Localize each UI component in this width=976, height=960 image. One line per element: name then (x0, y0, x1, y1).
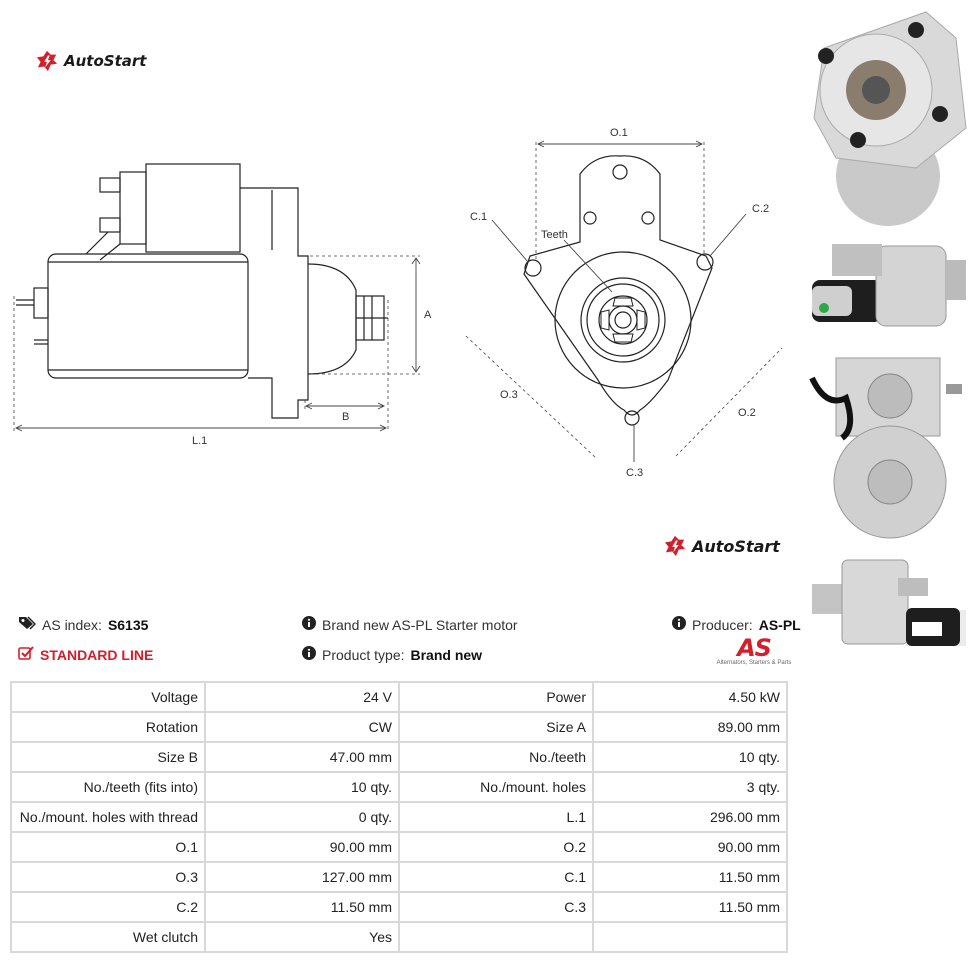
flange-ring (554, 251, 692, 389)
info-icon (672, 616, 686, 633)
spec-label: L.1 (400, 803, 592, 831)
table-row: No./teeth (fits into)10 qty.No./mount. h… (12, 773, 786, 801)
spec-label: O.3 (12, 863, 204, 891)
dim-label-C2: C.2 (752, 203, 769, 215)
line-row: STANDARD LINE (18, 646, 153, 663)
spec-label: C.3 (400, 893, 592, 921)
checkbox-icon (18, 646, 34, 663)
flange-outline (523, 155, 713, 416)
spec-label: Rotation (12, 713, 204, 741)
spec-label (400, 923, 592, 951)
info-icon (302, 616, 316, 633)
photo-rear-view[interactable] (806, 338, 970, 542)
description-row: Brand new AS-PL Starter motor (302, 616, 518, 633)
photo-three-quarter-view[interactable] (806, 550, 970, 654)
spec-value: 47.00 mm (206, 743, 398, 771)
product-type-label: Product type: (322, 646, 405, 663)
spec-value: 4.50 kW (594, 683, 786, 711)
spec-value: 11.50 mm (594, 863, 786, 891)
spec-value: Yes (206, 923, 398, 951)
spec-label: Wet clutch (12, 923, 204, 951)
dim-label-C3: C.3 (626, 467, 643, 479)
spec-label: C.2 (12, 893, 204, 921)
spec-value: 11.50 mm (206, 893, 398, 921)
dim-label-L1: L.1 (192, 435, 207, 447)
spec-value: 24 V (206, 683, 398, 711)
spec-label: Size A (400, 713, 592, 741)
as-index-value: S6135 (107, 616, 149, 633)
spec-label: No./teeth (fits into) (12, 773, 204, 801)
as-index-row: AS index: S6135 (18, 616, 148, 633)
dim-label-O2: O.2 (738, 407, 756, 419)
spec-label: No./mount. holes with thread (12, 803, 204, 831)
brand-name: AutoStart (64, 52, 147, 70)
spec-label: C.1 (400, 863, 592, 891)
spec-label: No./teeth (400, 743, 592, 771)
spec-value: 296.00 mm (594, 803, 786, 831)
product-type-row: Product type: Brand new (302, 646, 482, 663)
brand-name: AutoStart (692, 536, 780, 556)
tags-icon (18, 616, 37, 633)
dim-label-O1: O.1 (610, 127, 628, 139)
spec-value: 3 qty. (594, 773, 786, 801)
spec-label: Voltage (12, 683, 204, 711)
description-text: Brand new AS-PL Starter motor (322, 616, 518, 633)
brand-logo-mid: AutoStart (664, 535, 780, 557)
spec-label: Size B (12, 743, 204, 771)
spec-value: 90.00 mm (206, 833, 398, 861)
producer-value: AS-PL (758, 616, 801, 633)
spec-value: 0 qty. (206, 803, 398, 831)
spec-value (594, 923, 786, 951)
spec-label: No./mount. holes (400, 773, 592, 801)
spec-value: 10 qty. (594, 743, 786, 771)
spec-label: Power (400, 683, 592, 711)
spec-label: O.1 (12, 833, 204, 861)
spec-value: 89.00 mm (594, 713, 786, 741)
dim-label-A: A (424, 309, 432, 321)
producer-logo: AS Alternators, Starters & Parts (716, 636, 792, 666)
producer-row: Producer: AS-PL (672, 616, 801, 633)
photo-side-view[interactable] (806, 236, 970, 332)
motor-body (47, 253, 249, 379)
autostart-logo-icon (664, 535, 686, 557)
spec-value: 10 qty. (206, 773, 398, 801)
as-index-label: AS index: (42, 616, 102, 633)
spec-label: O.2 (400, 833, 592, 861)
info-icon (302, 646, 316, 663)
spec-value: CW (206, 713, 398, 741)
brand-logo-top: AutoStart (36, 50, 146, 72)
autostart-logo-icon (36, 50, 58, 72)
spec-value: 90.00 mm (594, 833, 786, 861)
product-type-value: Brand new (410, 646, 483, 663)
pinion (598, 295, 648, 345)
dim-label-B: B (342, 411, 349, 423)
technical-drawing: A B L.1 O.1 O.2 O.3 C.1 C.2 C.3 Teeth (13, 127, 783, 479)
producer-logo-mark: AS (737, 634, 772, 662)
producer-tagline: Alternators, Starters & Parts (716, 660, 792, 666)
photo-front-view[interactable] (806, 8, 970, 230)
dim-label-teeth: Teeth (541, 229, 568, 241)
spec-value: 127.00 mm (206, 863, 398, 891)
solenoid (145, 163, 241, 253)
dim-label-O3: O.3 (500, 389, 518, 401)
producer-label: Producer: (692, 616, 753, 633)
dim-label-C1: C.1 (470, 211, 487, 223)
line-label: STANDARD LINE (40, 646, 154, 663)
spec-value: 11.50 mm (594, 893, 786, 921)
